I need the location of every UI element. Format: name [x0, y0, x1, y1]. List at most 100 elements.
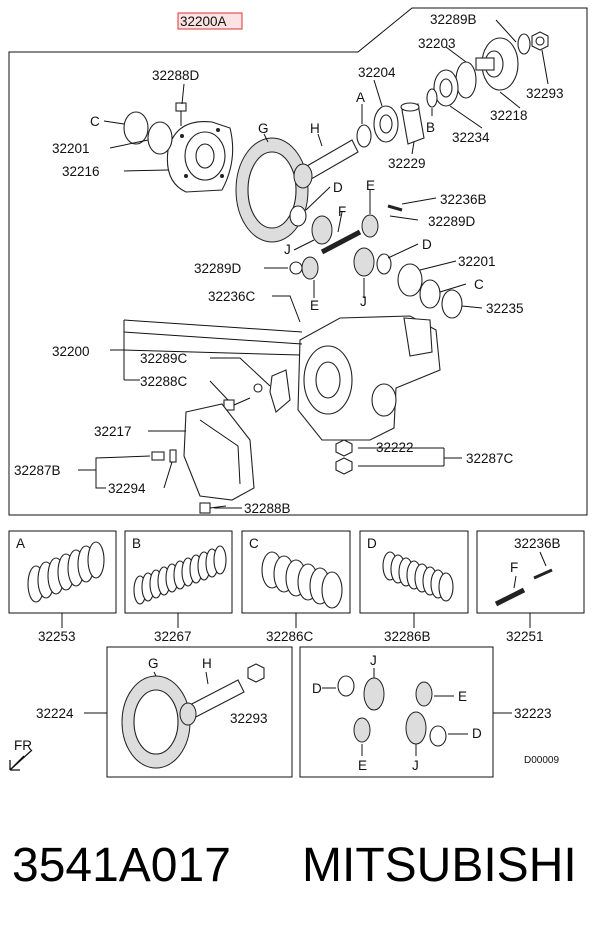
label-32288B[interactable]: 32288B — [244, 501, 291, 516]
label-J-left[interactable]: J — [284, 242, 291, 257]
assembly-label[interactable]: 32200A — [180, 14, 227, 29]
diff-washer-d-right-drawing — [429, 725, 447, 747]
label-32204[interactable]: 32204 — [358, 65, 396, 80]
label-E-upper[interactable]: E — [366, 178, 375, 193]
label-32222[interactable]: 32222 — [376, 440, 414, 455]
kit-box-d-letter: D — [367, 536, 377, 551]
label-32287B[interactable]: 32287B — [14, 463, 61, 478]
label-32289D[interactable]: 32289D — [428, 214, 476, 229]
side-gear-j-lower-drawing — [353, 247, 375, 277]
label-32289B[interactable]: 32289B — [430, 12, 477, 27]
diff-gear-label-J-bottom: J — [412, 758, 419, 773]
label-B[interactable]: B — [426, 120, 435, 135]
label-C-left[interactable]: C — [90, 114, 100, 129]
label-32288C[interactable]: 32288C — [140, 374, 188, 389]
label-32294[interactable]: 32294 — [108, 481, 146, 496]
cap-bolt-drawing — [253, 383, 263, 393]
kit-box-shaft[interactable]: 32236B F 32251 — [476, 530, 585, 644]
kit-box-shaft-inner-top: 32236B — [514, 536, 561, 551]
bearing-drawing — [433, 61, 477, 107]
label-D-right[interactable]: D — [422, 237, 432, 252]
kit-box-shaft-inner-f: F — [510, 560, 518, 575]
kit-box-b[interactable]: B 32267 — [124, 530, 233, 644]
label-32216[interactable]: 32216 — [62, 164, 100, 179]
label-32201-right[interactable]: 32201 — [458, 254, 496, 269]
shim-set-a-drawing — [27, 541, 105, 603]
direction-label: FR — [14, 738, 32, 753]
bolt-32288D-drawing — [175, 102, 187, 126]
gear-set-label-H: H — [202, 656, 212, 671]
leader-lines — [78, 19, 549, 509]
diff-side-gear-j-bottom-drawing — [405, 711, 427, 745]
pinion-gear-drawing — [293, 139, 359, 189]
assembly-frame — [8, 7, 588, 516]
label-E-lower[interactable]: E — [310, 298, 319, 313]
gear-set-label-G: G — [148, 656, 159, 671]
label-32236C[interactable]: 32236C — [208, 289, 256, 304]
diff-pinion-e-right-drawing — [415, 681, 433, 707]
label-32201-left[interactable]: 32201 — [52, 141, 90, 156]
gear-set-pinion-drawing — [179, 679, 245, 726]
label-32218[interactable]: 32218 — [490, 108, 528, 123]
bolt-32288C-drawing — [223, 397, 251, 411]
pinion-e-upper-drawing — [361, 214, 379, 238]
label-32217[interactable]: 32217 — [94, 424, 132, 439]
rear-cover-drawing — [183, 403, 255, 501]
diff-gear-part: 32223 — [514, 706, 552, 721]
label-32229[interactable]: 32229 — [388, 156, 426, 171]
shim-set-d-drawing — [382, 551, 454, 602]
kit-box-b-letter: B — [132, 536, 141, 551]
shim-c-right-drawing — [419, 279, 441, 309]
kit-box-shaft-part: 32251 — [506, 629, 544, 644]
kit-box-c[interactable]: C 32286C — [241, 530, 351, 644]
label-G[interactable]: G — [258, 121, 269, 136]
pinion-e-lower-drawing — [301, 256, 319, 280]
label-32236B[interactable]: 32236B — [440, 192, 487, 207]
washer-d-lower-drawing — [289, 261, 303, 275]
shim-c-left-drawing — [123, 111, 149, 145]
companion-flange-drawing — [475, 37, 519, 91]
shim-a-drawing — [356, 124, 372, 148]
label-C-right[interactable]: C — [474, 277, 484, 292]
shaft-drawing — [494, 587, 526, 607]
kit-box-a[interactable]: A 32253 — [8, 530, 117, 644]
gear-set-box[interactable]: 32224 G H 32293 — [36, 646, 293, 778]
side-bearing-left-drawing — [147, 121, 173, 155]
label-32289D-lower[interactable]: 32289D — [194, 261, 242, 276]
diff-gear-label-E-right: E — [458, 689, 467, 704]
nut-drawing — [531, 31, 549, 51]
carrier-housing-drawing — [297, 315, 441, 441]
diff-gear-box[interactable]: 32223 J D E E J D — [299, 646, 552, 778]
label-J-lower[interactable]: J — [360, 294, 367, 309]
label-32287C[interactable]: 32287C — [466, 451, 514, 466]
label-32293[interactable]: 32293 — [526, 86, 564, 101]
label-32200[interactable]: 32200 — [52, 344, 90, 359]
label-H[interactable]: H — [310, 121, 320, 136]
washer-d-right-drawing — [376, 253, 392, 275]
spacer-ring-drawing — [426, 88, 438, 108]
label-32289C[interactable]: 32289C — [140, 351, 188, 366]
pin-small-drawing — [533, 568, 553, 580]
diagram-code: D00009 — [524, 755, 559, 766]
diff-gear-label-D-right: D — [472, 726, 482, 741]
kit-box-d[interactable]: D 32286B — [359, 530, 469, 644]
label-32203[interactable]: 32203 — [418, 36, 456, 51]
label-32234[interactable]: 32234 — [452, 130, 490, 145]
filler-plugs-drawing — [335, 439, 353, 475]
side-gear-j-upper-drawing — [311, 215, 333, 245]
pin-drawing — [387, 204, 403, 212]
kit-box-b-part: 32267 — [154, 629, 192, 644]
gear-set-part: 32224 — [36, 706, 74, 721]
label-D-upper[interactable]: D — [333, 180, 343, 195]
diff-gear-label-J-top: J — [370, 653, 377, 668]
oil-seal-drawing — [441, 289, 463, 319]
label-F[interactable]: F — [338, 204, 346, 219]
bolt-32288B-drawing — [199, 502, 227, 514]
label-32288D[interactable]: 32288D — [152, 68, 200, 83]
kit-box-c-letter: C — [249, 536, 259, 551]
label-32235[interactable]: 32235 — [486, 301, 524, 316]
label-A[interactable]: A — [356, 90, 365, 105]
gear-set-label-32293: 32293 — [230, 711, 268, 726]
diff-washer-d-left-drawing — [337, 675, 355, 697]
